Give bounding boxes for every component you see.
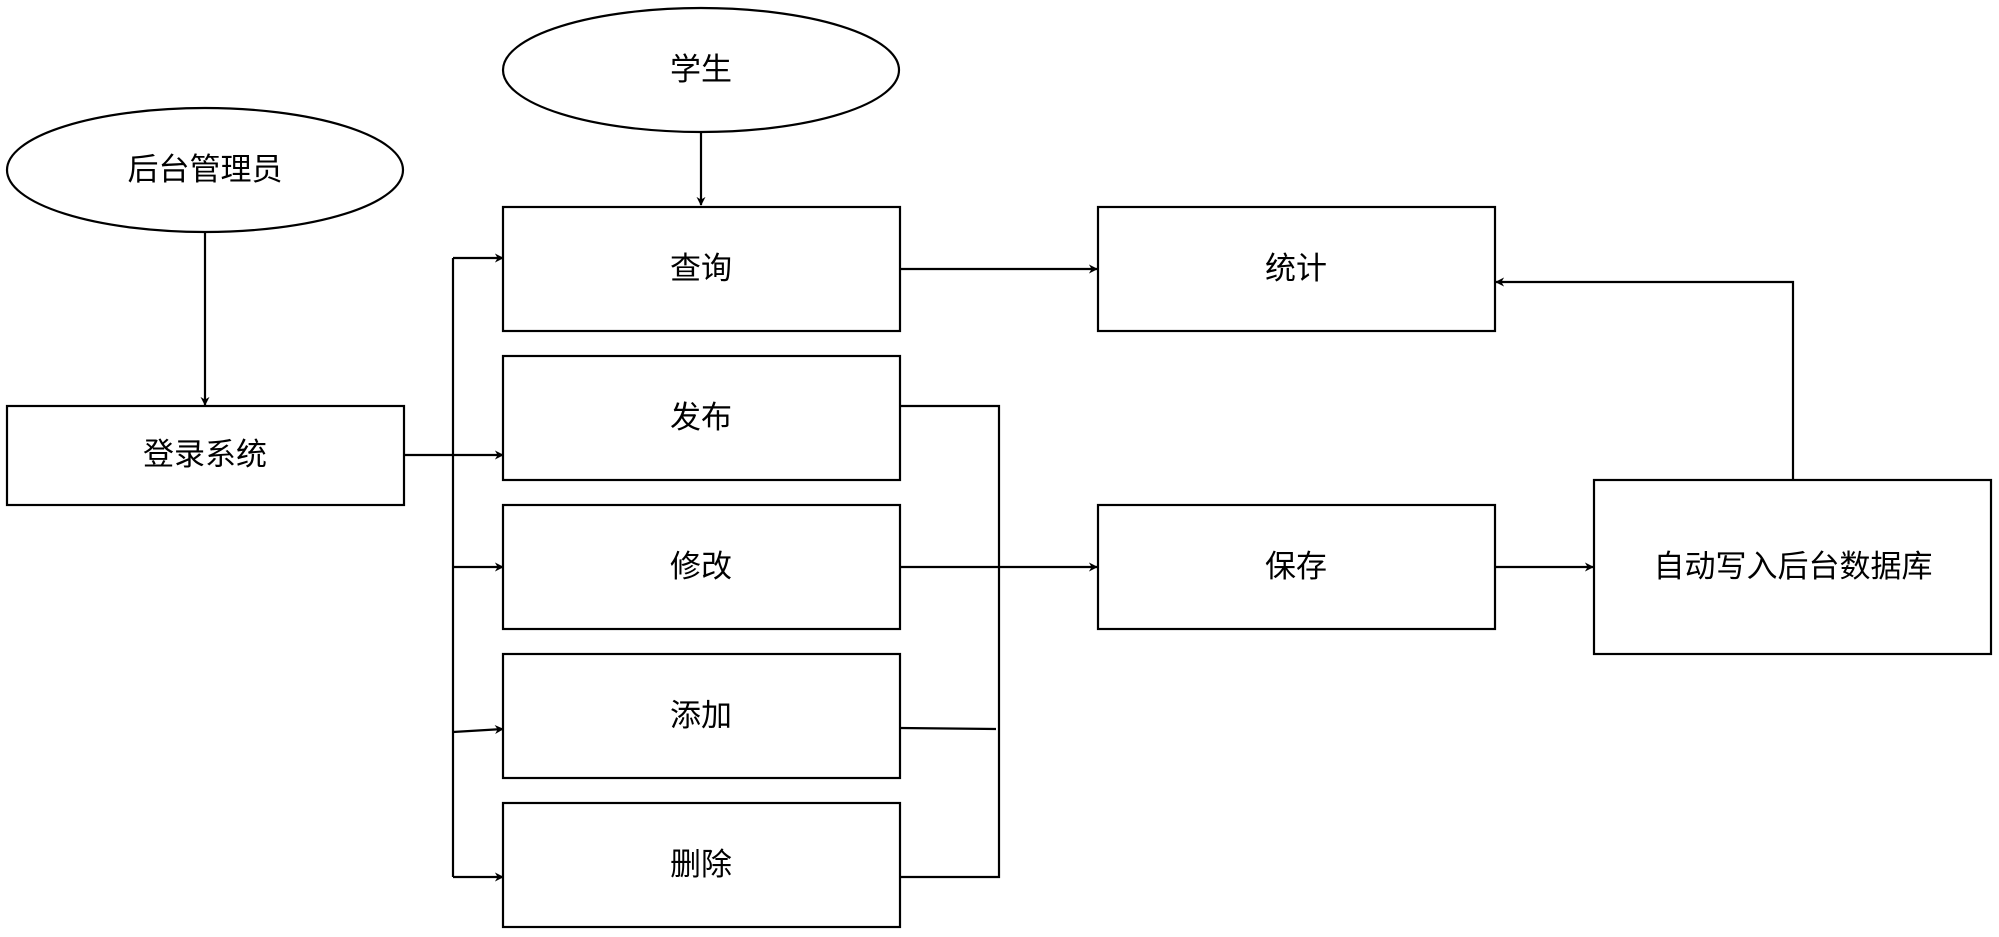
- edge-publish-delete-bracket: [900, 404, 1001, 879]
- publish-label: 发布: [670, 400, 732, 436]
- login-label: 登录系统: [143, 437, 267, 473]
- edge-branch-to-add: [452, 724, 504, 734]
- node-login: 登录系统: [5, 404, 406, 507]
- node-save: 保存: [1096, 503, 1497, 631]
- node-admin: 后台管理员: [5, 106, 405, 234]
- modify-label: 修改: [670, 549, 732, 585]
- add-box: [501, 652, 902, 780]
- node-query: 查询: [501, 205, 902, 333]
- query-label: 查询: [670, 251, 732, 287]
- save-label: 保存: [1265, 549, 1327, 585]
- database-box: [1592, 478, 1993, 656]
- query-box: [501, 205, 902, 333]
- node-modify: 修改: [501, 503, 902, 631]
- stats-box: [1096, 205, 1497, 333]
- node-add: 添加: [501, 652, 902, 780]
- student-ellipse: [501, 6, 901, 134]
- login-box: [5, 404, 406, 507]
- modify-box: [501, 503, 902, 631]
- add-label: 添加: [670, 698, 732, 734]
- edge-stats-database: [1495, 277, 1798, 488]
- delete-label: 删除: [670, 847, 732, 883]
- publish-box: [501, 354, 902, 482]
- admin-ellipse: [5, 106, 405, 234]
- student-label: 学生: [670, 52, 732, 88]
- edges: [200, 132, 1798, 882]
- delete-box: [501, 801, 902, 929]
- stats-label: 统计: [1265, 251, 1327, 287]
- node-student: 学生: [501, 6, 901, 134]
- edge-add-to-bracket: [899, 726, 997, 731]
- node-stats: 统计: [1096, 205, 1497, 333]
- database-label: 自动写入后台数据库: [1654, 549, 1933, 585]
- node-publish: 发布: [501, 354, 902, 482]
- node-database: 自动写入后台数据库: [1592, 478, 1993, 656]
- admin-label: 后台管理员: [128, 152, 283, 188]
- node-delete: 删除: [501, 801, 902, 929]
- save-box: [1096, 503, 1497, 631]
